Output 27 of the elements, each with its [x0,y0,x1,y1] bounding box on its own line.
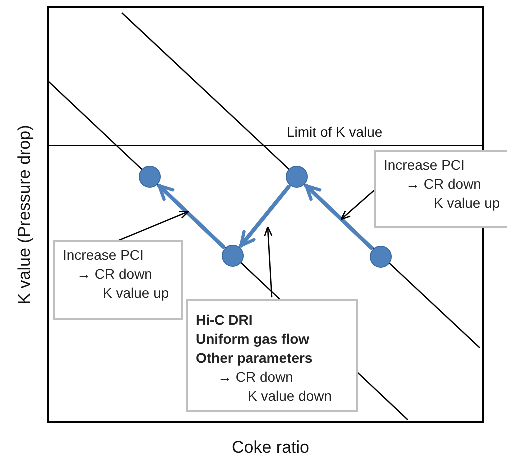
leader-line [264,226,273,298]
callout-text: K value up [433,194,502,213]
data-point [139,166,161,188]
line-label: Limit of K value [287,124,383,140]
arrow [157,184,226,250]
data-point [370,246,392,268]
axis-title: Coke ratio [232,438,310,458]
data-point [222,245,244,267]
callout-text: → CR down [76,265,154,284]
callout-text: → CR down [405,175,482,194]
callout-box [53,240,183,320]
callout-text: → CR down [217,368,294,387]
callout-text: K value down [247,387,334,406]
leader-line [117,210,190,242]
callout-text: Increase PCI [384,156,466,175]
leader-line [340,189,376,220]
callout-box [374,150,507,228]
arrow [304,184,374,250]
callout-text: Increase PCI [63,246,145,265]
arrow [239,185,291,248]
callout-box [186,299,358,412]
callout-text: Hi-C DRI [196,311,254,330]
axis-title: K value (Pressure drop) [14,125,35,305]
callout-text: Other parameters [196,349,314,368]
callout-text: K value up [102,284,170,303]
callout-text: Uniform gas flow [196,330,311,349]
data-point [286,166,308,188]
